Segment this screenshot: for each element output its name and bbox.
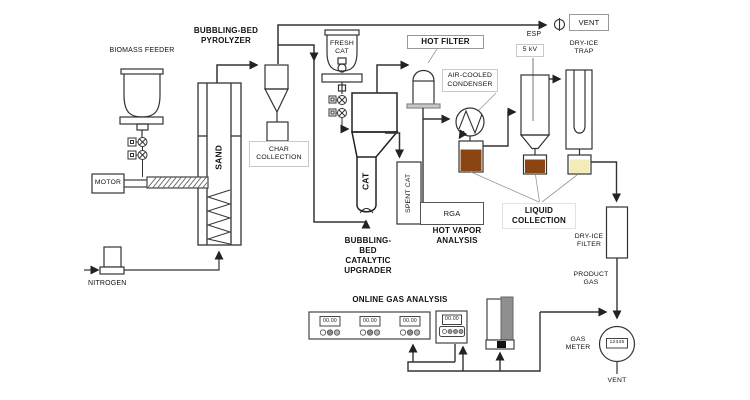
cyclone (264, 64, 289, 142)
esp-collection-bottle (522, 154, 548, 175)
liquid-collection-pointers (470, 171, 578, 203)
upgrader-vessel (351, 92, 399, 214)
analyzer-display-1: 00.00 (322, 317, 337, 324)
heater-coil (206, 189, 232, 245)
vent-top-label: VENT (569, 14, 609, 31)
cat-bed-label: CAT (360, 172, 371, 191)
analyzer-display-3: 00.00 (402, 317, 417, 324)
condenser-to-esp-line (483, 107, 517, 147)
dry-ice-trap-vessel (565, 69, 593, 155)
feeder-valves (127, 137, 148, 177)
esp-vessel (519, 58, 562, 155)
pyrolyzer-title: BUBBLING-BED PYROLYZER (193, 26, 259, 45)
upgrader-outlet-line (376, 60, 410, 93)
dry-ice-filter-label: DRY-ICE FILTER (574, 233, 604, 249)
dry-ice-trap-label: DRY-ICE TRAP (569, 40, 599, 56)
gas-meter (598, 325, 636, 374)
fresh-cat-label: FRESH CAT (329, 40, 355, 56)
gc-column-device (485, 296, 515, 350)
analyzer-display-2: 00.00 (362, 317, 377, 324)
nitrogen-label: NITROGEN (88, 280, 127, 287)
sand-bed-label: SAND (213, 144, 224, 170)
gas-meter-reading: 12345 (609, 339, 625, 345)
online-gas-analysis-title: ONLINE GAS ANALYSIS (352, 295, 448, 304)
pyrolyzer-outlet-pipe (216, 60, 259, 83)
motor-box (91, 173, 125, 194)
product-gas-label: PRODUCT GAS (573, 271, 609, 287)
sampling-loop-lines (407, 307, 608, 372)
condenser (455, 92, 497, 141)
spent-cat-column (385, 132, 422, 225)
char-pot (266, 121, 289, 142)
analyzer-indicator-lights (319, 329, 421, 336)
spent-cat-label: SPENT CAT (404, 173, 412, 213)
condenser-collection-bottle (458, 140, 484, 173)
fresh-cat-valves (328, 95, 350, 134)
gas-meter-label: GAS METER (565, 336, 591, 352)
vent-valve (553, 18, 566, 31)
condenser-label: AIR-COOLED CONDENSER (442, 69, 498, 92)
trap-outlet-line (591, 161, 621, 203)
trap-collection-bottle (567, 154, 592, 175)
nitrogen-regulator (84, 246, 224, 275)
biomass-feeder-label: BIOMASS FEEDER (109, 47, 175, 54)
micro-gc-analyzer (435, 310, 468, 344)
vent-bottom-label: VENT (607, 377, 627, 384)
upgrader-title: BUBBLING- BED CATALYTIC UPGRADER (344, 236, 392, 275)
hot-filter-label: HOT FILTER (407, 35, 484, 49)
liquid-collection-label: LIQUID COLLECTION (502, 203, 576, 229)
rga-box: RGA (420, 202, 484, 225)
micro-gc-display: 00.00 (444, 316, 459, 323)
vent-bypass-line (277, 20, 548, 64)
motor-label: MOTOR (94, 179, 122, 186)
hot-filter-lines (422, 108, 451, 202)
esp-label: ESP (526, 31, 542, 38)
fresh-cat-hopper (321, 29, 363, 94)
esp-voltage-label: 5 kV (516, 44, 544, 57)
biomass-feeder-hopper (119, 68, 164, 137)
hot-filter-vessel (406, 48, 441, 109)
hot-vapor-analysis-label: HOT VAPOR ANALYSIS (432, 226, 482, 245)
screw-feeder (124, 176, 209, 189)
vapor-to-upgrader-line (278, 44, 371, 229)
char-collection-label: CHAR COLLECTION (249, 141, 309, 167)
